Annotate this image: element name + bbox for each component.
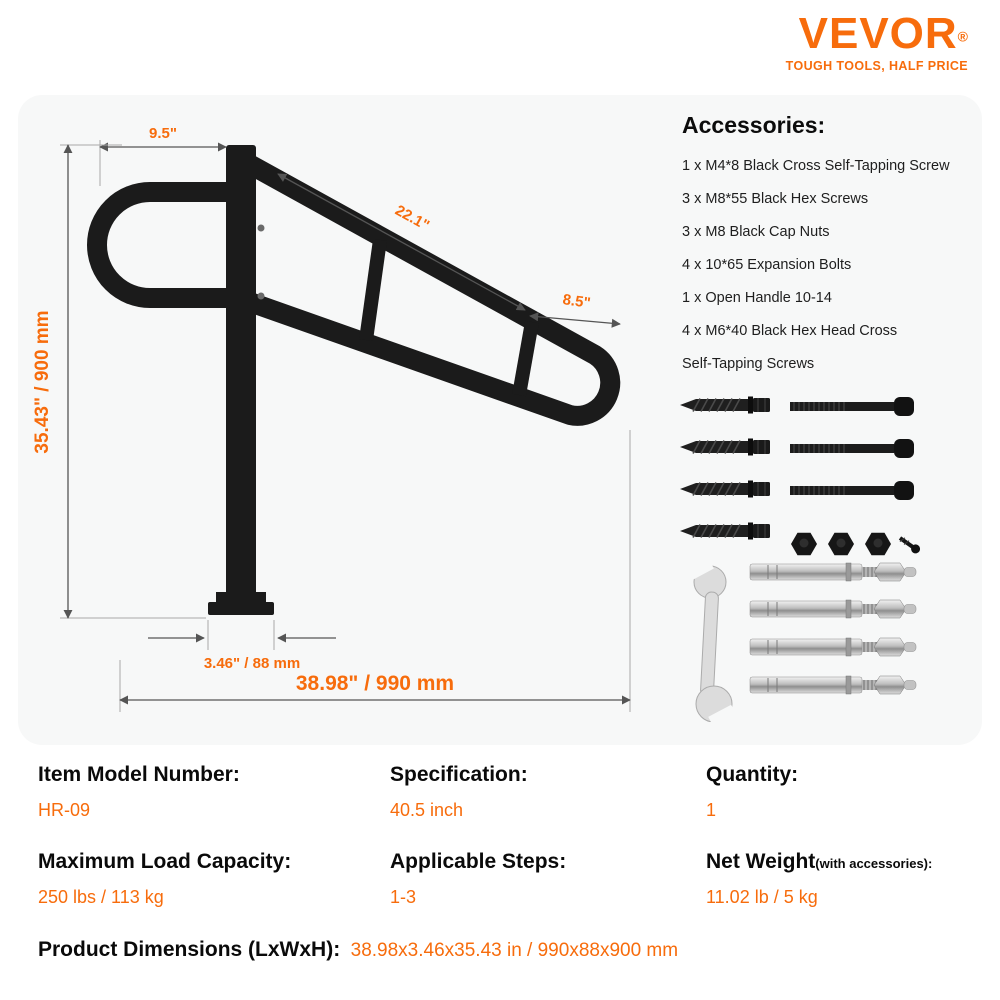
accessory-item: 1 x M4*8 Black Cross Self-Tapping Screw bbox=[682, 158, 950, 174]
handrail-brace-1 bbox=[359, 239, 387, 341]
handrail-diagram: 9.5" 22.1" 8.5" 35.43" / 900 mm 3.46" / … bbox=[32, 125, 631, 712]
accessory-item: Self-Tapping Screws bbox=[682, 355, 815, 372]
cap-nut-icon bbox=[828, 532, 854, 556]
small-screw-icon bbox=[898, 536, 921, 554]
dimension-base-width: 3.46" / 88 mm bbox=[204, 655, 300, 672]
spec-net-weight: Net Weight(with accessories): 11.02 lb /… bbox=[706, 850, 1000, 908]
hex-screw-icon bbox=[789, 396, 915, 417]
handrail-left-loop bbox=[87, 182, 234, 308]
accessory-item: 3 x M8*55 Black Hex Screws bbox=[682, 190, 869, 207]
handrail-post bbox=[226, 145, 256, 597]
load-capacity-label: Maximum Load Capacity: bbox=[38, 850, 292, 873]
specification-label: Specification: bbox=[390, 763, 528, 786]
mount-bolt-icon bbox=[257, 224, 265, 232]
applicable-steps-label: Applicable Steps: bbox=[390, 850, 567, 873]
net-weight-label: Net Weight bbox=[706, 850, 816, 873]
brand-header: VEVOR® TOUGH TOOLS, HALF PRICE bbox=[785, 12, 968, 74]
brand-logo-row: VEVOR® bbox=[786, 12, 968, 56]
hex-screw-icon bbox=[789, 438, 915, 459]
brand-tagline: TOUGH TOOLS, HALF PRICE bbox=[785, 59, 968, 73]
handrail-brace-2 bbox=[512, 320, 539, 397]
accessory-item: 4 x 10*65 Expansion Bolts bbox=[682, 256, 852, 273]
self-tapping-screw-icon bbox=[679, 521, 771, 541]
handrail-rails bbox=[237, 151, 621, 426]
expansion-bolt-icon bbox=[749, 675, 917, 695]
vevor-logo: VEVOR bbox=[798, 9, 958, 58]
net-weight-label-row: Net Weight(with accessories): bbox=[706, 850, 1000, 874]
dimension-rail-length: 22.1" bbox=[392, 202, 432, 234]
base-plate bbox=[208, 602, 274, 615]
hex-screw-icon bbox=[789, 480, 915, 501]
product-dimensions-value: 38.98x3.46x35.43 in / 990x88x900 mm bbox=[350, 940, 679, 961]
net-weight-value: 11.02 lb / 5 kg bbox=[706, 887, 818, 907]
dimension-height: 35.43" / 900 mm bbox=[32, 310, 53, 453]
dimension-total-length: 38.98" / 990 mm bbox=[296, 672, 454, 695]
mount-bolt-icon bbox=[257, 292, 265, 300]
accessories-title: Accessories: bbox=[682, 112, 826, 138]
applicable-steps-value: 1-3 bbox=[390, 887, 417, 907]
cap-nut-icon bbox=[865, 532, 891, 556]
accessory-item: 4 x M6*40 Black Hex Head Cross bbox=[682, 322, 898, 339]
quantity-value: 1 bbox=[706, 800, 717, 820]
base-plate-neck bbox=[216, 592, 266, 604]
quantity-label: Quantity: bbox=[706, 763, 799, 786]
expansion-bolt-icon bbox=[749, 637, 917, 657]
specification-value: 40.5 inch bbox=[390, 800, 464, 820]
item-model-label: Item Model Number: bbox=[38, 763, 240, 786]
dimension-end-section: 8.5" bbox=[562, 291, 592, 312]
wrench-icon bbox=[686, 557, 738, 722]
expansion-bolt-icon bbox=[749, 562, 917, 582]
spec-load-capacity: Maximum Load Capacity: 250 lbs / 113 kg bbox=[38, 850, 358, 908]
self-tapping-screw-icon bbox=[679, 395, 771, 415]
hardware-illustrations bbox=[679, 395, 921, 722]
spec-product-dimensions: Product Dimensions (LxWxH): 38.98x3.46x3… bbox=[38, 938, 678, 962]
spec-applicable-steps: Applicable Steps: 1-3 bbox=[390, 850, 710, 908]
expansion-bolt-icon bbox=[749, 599, 917, 619]
item-model-value: HR-09 bbox=[38, 800, 91, 820]
spec-quantity: Quantity: 1 bbox=[706, 763, 1000, 821]
dimension-top-width: 9.5" bbox=[149, 125, 177, 142]
self-tapping-screw-icon bbox=[679, 479, 771, 499]
net-weight-note: (with accessories): bbox=[815, 856, 933, 871]
spec-specification: Specification: 40.5 inch bbox=[390, 763, 710, 821]
accessory-item: 1 x Open Handle 10-14 bbox=[682, 289, 832, 306]
spec-item-model: Item Model Number: HR-09 bbox=[38, 763, 358, 821]
self-tapping-screw-icon bbox=[679, 437, 771, 457]
accessory-item: 3 x M8 Black Cap Nuts bbox=[682, 223, 830, 240]
product-dimensions-label: Product Dimensions (LxWxH): bbox=[38, 938, 341, 961]
registered-mark: ® bbox=[957, 28, 968, 45]
cap-nut-icon bbox=[791, 532, 817, 556]
load-capacity-value: 250 lbs / 113 kg bbox=[38, 887, 164, 907]
accessories-section: Accessories: 1 x M4*8 Black Cross Self-T… bbox=[682, 112, 978, 390]
